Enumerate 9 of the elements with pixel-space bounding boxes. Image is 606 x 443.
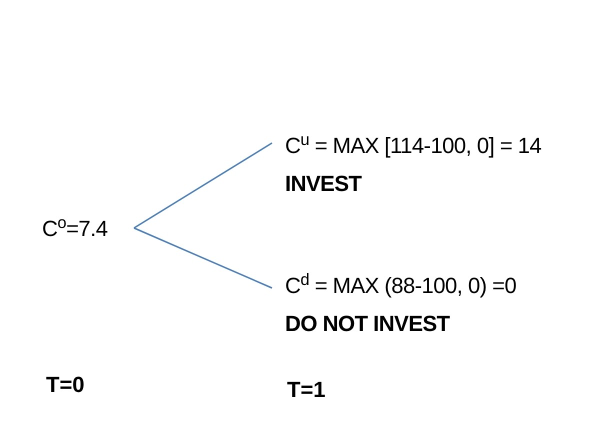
formula-text: C$^{o}$=7.4 xyxy=(42,212,109,243)
branch-line xyxy=(134,227,272,289)
branch-line xyxy=(134,142,272,229)
time-label: T=0 xyxy=(46,371,85,399)
time-label: T=1 xyxy=(287,376,326,404)
decision-text: DO NOT INVEST xyxy=(285,310,451,338)
decision-text: INVEST xyxy=(285,170,363,198)
formula-text: C$^{d}$ = MAX (88-100, 0) =0 xyxy=(285,270,518,300)
formula-text: C$^{u}$ = MAX [114-100, 0] = 14 xyxy=(285,130,542,160)
